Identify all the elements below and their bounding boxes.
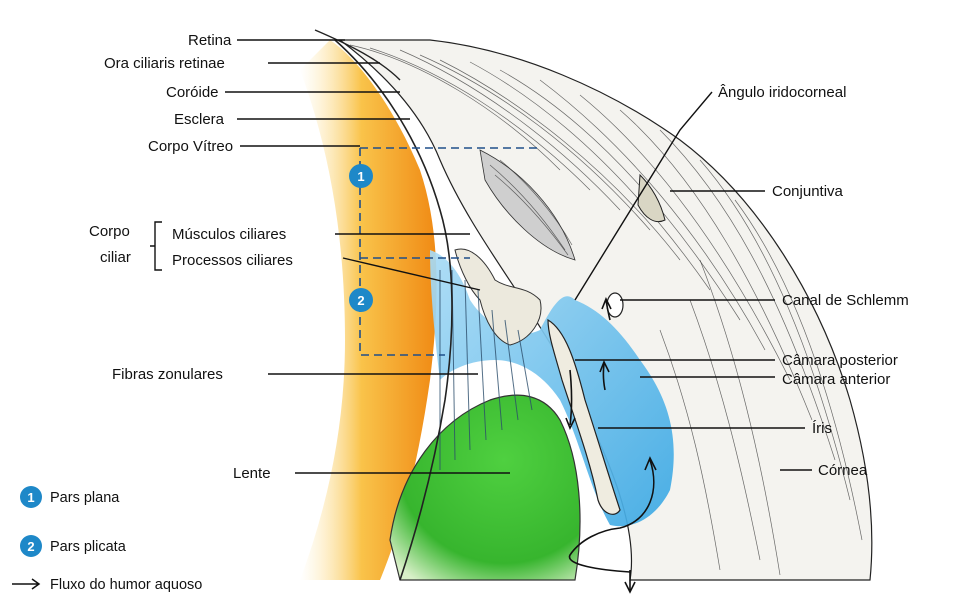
corpo-ciliar-bracket [150,222,162,270]
label-camara-anterior: Câmara anterior [782,371,890,388]
label-coroide: Coróide [166,84,219,101]
legend: 1 Pars plana 2 Pars plicata Fluxo do hum… [12,486,202,593]
label-cornea: Córnea [818,462,868,479]
legend-label-pars-plicata: Pars plicata [50,539,127,555]
label-retina: Retina [188,32,232,49]
label-angulo-iridocorneal: Ângulo iridocorneal [718,84,846,101]
marker-2: 2 [349,288,373,312]
legend-number-2: 2 [27,539,34,554]
marker-1-number: 1 [357,169,364,184]
marker-2-number: 2 [357,293,364,308]
marker-1: 1 [349,164,373,188]
legend-item-fluxo: Fluxo do humor aquoso [12,577,202,593]
label-canal-schlemm: Canal de Schlemm [782,292,909,309]
legend-item-pars-plana: 1 Pars plana [20,486,120,508]
legend-label-fluxo: Fluxo do humor aquoso [50,577,202,593]
label-conjuntiva: Conjuntiva [772,183,844,200]
label-iris: Íris [812,420,832,437]
label-corpo-ciliar-line1: Corpo [89,223,130,240]
legend-label-pars-plana: Pars plana [50,490,120,506]
label-ora-ciliaris: Ora ciliaris retinae [104,55,225,72]
label-corpo-vitreo: Corpo Vítreo [148,138,233,155]
label-musculos-ciliares: Músculos ciliares [172,226,286,243]
legend-item-pars-plicata: 2 Pars plicata [20,535,127,557]
label-lente: Lente [233,465,271,482]
label-camara-posterior: Câmara posterior [782,352,898,369]
label-fibras-zonulares: Fibras zonulares [112,366,223,383]
legend-number-1: 1 [27,490,34,505]
label-esclera: Esclera [174,111,225,128]
label-processos-ciliares: Processos ciliares [172,252,293,269]
label-corpo-ciliar-line2: ciliar [100,249,131,266]
flow-arrow-icon [12,579,39,589]
